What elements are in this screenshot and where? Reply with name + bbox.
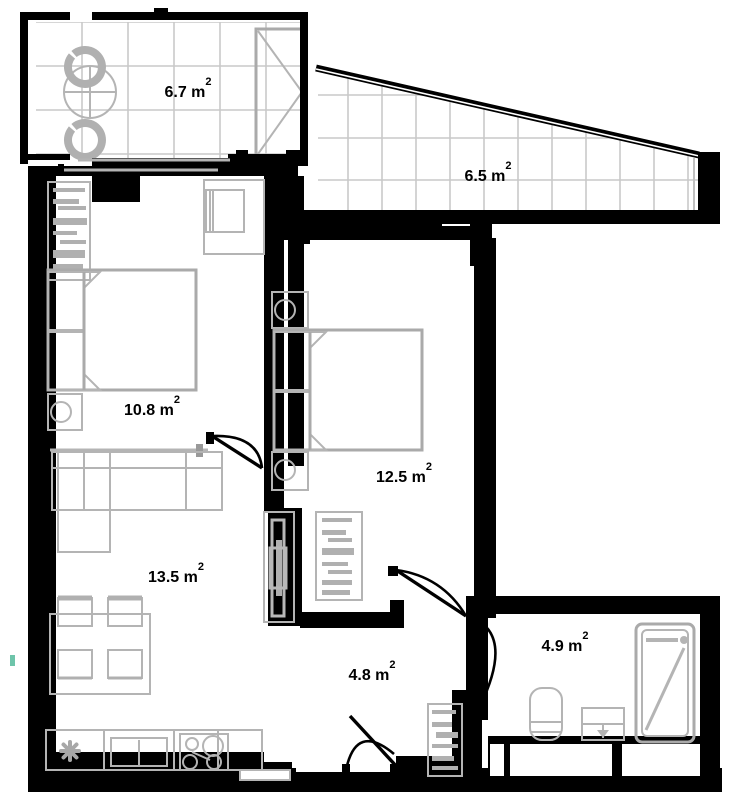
nightstand-lamp-master-top — [271, 291, 309, 329]
balcony-chair-lower — [64, 119, 106, 161]
area-label-bedroom-master: 12.5 m2 — [376, 461, 432, 486]
dining-table — [49, 595, 151, 695]
door-entry-main[interactable] — [342, 714, 400, 778]
nightstand-lamp-master-bottom — [271, 451, 309, 491]
window-bedroom-small-top — [58, 164, 224, 176]
kitchen-sink — [110, 737, 168, 767]
bed-master — [272, 328, 424, 452]
bathroom-windows — [490, 744, 700, 776]
area-label-balcony-north: 6.7 m2 — [164, 76, 211, 101]
closet-hallway-upper — [315, 511, 363, 601]
cooktop — [179, 733, 229, 771]
area-label-bedroom-small: 10.8 m2 — [124, 394, 180, 419]
area-label-hallway: 4.8 m2 — [348, 659, 395, 684]
area-label-living-room: 13.5 m2 — [148, 561, 204, 586]
door-master-bedroom[interactable] — [388, 566, 468, 618]
balcony-round-table — [63, 65, 117, 119]
location-marker[interactable] — [10, 655, 15, 666]
desk-bedroom-small — [203, 179, 265, 255]
kitchen-counter — [45, 729, 263, 771]
closet-hallway-lower — [427, 703, 463, 777]
kitchen-appliance-right — [239, 769, 291, 781]
area-label-bathroom: 4.9 m2 — [541, 630, 588, 655]
wardrobe-bedroom-small — [47, 181, 91, 281]
radiator-hallway — [263, 511, 295, 623]
balcony-chair-upper — [64, 46, 106, 88]
bed-bedroom-small — [46, 268, 198, 392]
fridge-icon — [59, 740, 81, 762]
door-bathroom[interactable] — [467, 614, 497, 707]
window-living-left — [50, 444, 208, 457]
nightstand-lamp-bedroom-small — [47, 393, 83, 431]
area-label-balcony-east: 6.5 m2 — [464, 160, 511, 185]
toilet — [529, 687, 563, 741]
washbasin — [581, 707, 625, 741]
door-bedroom-small[interactable] — [206, 432, 264, 470]
sectional-sofa — [51, 451, 223, 553]
bathtub-shower — [634, 622, 696, 744]
